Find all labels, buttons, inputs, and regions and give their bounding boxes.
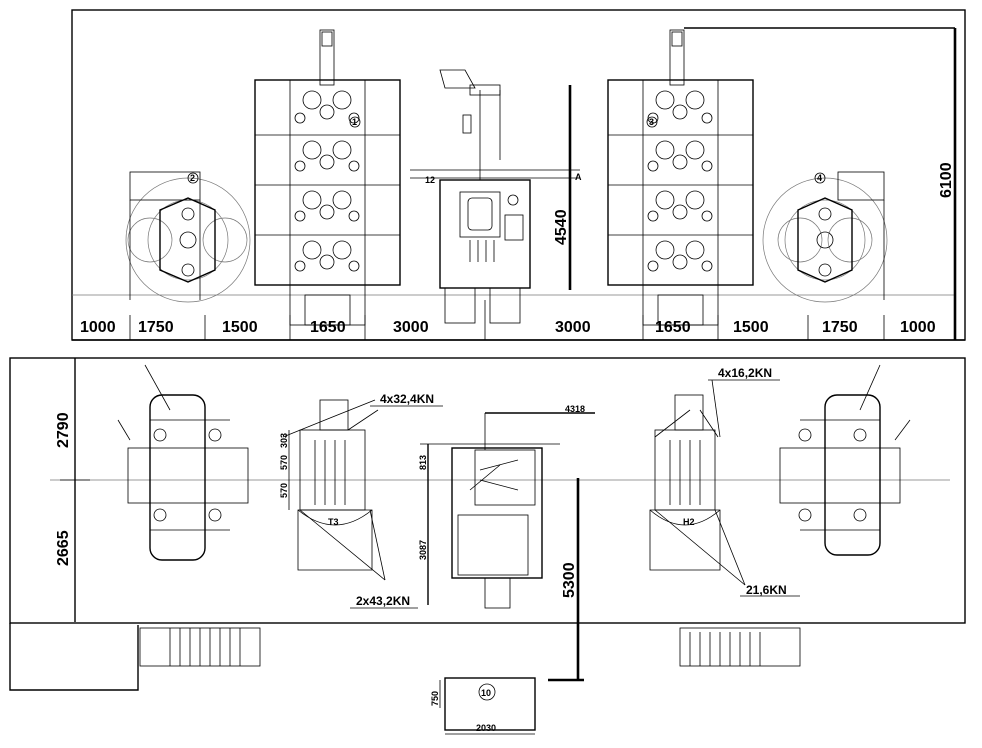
center-height-dim-label: 3087 — [418, 540, 428, 560]
pit-height-label: 750 — [430, 691, 440, 706]
unit-marker-circle — [646, 116, 658, 128]
dim-label: 1750 — [138, 319, 174, 336]
right-printing-tower: 3 — [607, 29, 754, 326]
load-label-center: 2x43,2KN — [356, 594, 410, 608]
unit-marker: 2 — [190, 173, 195, 183]
left-tower-plan: T3 — [282, 399, 386, 581]
unit-marker-circle — [507, 194, 519, 206]
load-label-left-unwind: 4x32,4KN — [380, 392, 434, 406]
dim-label: 1000 — [900, 319, 936, 336]
right-unwind-reel: 4 — [762, 171, 888, 303]
unit-tag: T3 — [328, 517, 339, 527]
height-center-label: 4540 — [553, 209, 570, 245]
center-width-label: 4318 — [565, 404, 585, 414]
depth-top-label: 2790 — [55, 412, 72, 448]
pit-marker: 10 — [481, 688, 491, 698]
dim-label: 1750 — [822, 319, 858, 336]
small-dims: 303 570 570 — [279, 430, 290, 510]
small-dim: 303 — [279, 433, 289, 448]
center-depth-label: 5300 — [561, 562, 578, 598]
unit-marker-circle — [814, 172, 826, 184]
left-printing-tower: 1 12 — [254, 29, 435, 326]
depth-bottom-label: 2665 — [55, 530, 72, 566]
center-top-dim: 813 — [418, 455, 428, 470]
small-dim: 570 — [279, 455, 289, 470]
load-label-right-unwind: 4x16,2KN — [718, 366, 772, 380]
center-control-unit: A — [410, 69, 582, 324]
unit-tag: H2 — [683, 517, 695, 527]
center-unit-plan — [451, 447, 543, 609]
pit-width-label: 2030 — [476, 723, 496, 733]
unit-marker: 4 — [817, 173, 822, 183]
unit-marker: 1 — [352, 117, 357, 127]
elevation-view: 2 4 — [71, 9, 966, 341]
unit-marker-circle — [349, 116, 361, 128]
height-total-label: 6100 — [938, 162, 955, 198]
dim-label: 1500 — [222, 319, 258, 336]
unit-marker: 3 — [649, 117, 654, 127]
elevation-frame — [71, 9, 966, 341]
left-annex-outline — [9, 623, 139, 691]
dim-label: 1500 — [733, 319, 769, 336]
left-stairs — [139, 627, 261, 667]
small-label: A — [575, 172, 582, 182]
plan-frame — [9, 357, 966, 624]
plan-view: 2790 2665 T3 — [9, 357, 966, 735]
pit: 10 750 2030 — [430, 677, 536, 735]
right-tower-plan: H2 — [649, 379, 746, 586]
pit-marker-circle — [478, 683, 496, 701]
left-unwind-reel: 2 — [125, 171, 251, 303]
dimension-chain — [72, 300, 965, 341]
right-stairs — [679, 627, 801, 667]
right-reel-plan — [779, 364, 911, 556]
unit-marker-circle — [187, 172, 199, 184]
dim-label: 3000 — [555, 319, 591, 336]
dim-label: 1650 — [310, 319, 346, 336]
dim-label: 1650 — [655, 319, 691, 336]
dim-label: 3000 — [393, 319, 429, 336]
dim-label: 1000 — [80, 319, 116, 336]
left-reel-plan — [117, 364, 249, 561]
small-label: 12 — [425, 175, 435, 185]
small-dim: 570 — [279, 483, 289, 498]
load-label-right-rewind: 21,6KN — [746, 583, 787, 597]
